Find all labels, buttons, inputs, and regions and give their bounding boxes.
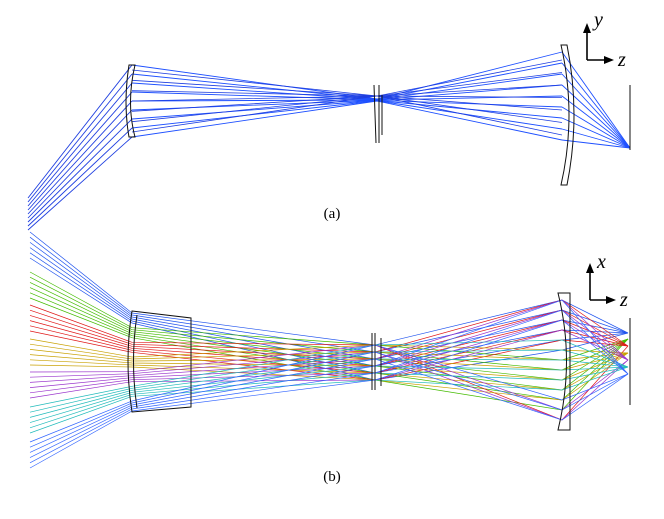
panel-a-ray	[131, 95, 563, 136]
panel-a-ray	[561, 62, 631, 149]
panel-b-axis-x-label: x	[596, 251, 606, 273]
panel-a-ray	[27, 127, 133, 227]
panel-a-lenses	[125, 44, 631, 186]
panel-b-ray	[29, 343, 629, 361]
panel-b-ray	[29, 319, 629, 469]
panel-a-caption: (a)	[324, 206, 341, 222]
panel-b-left-element-inner	[133, 314, 138, 409]
panel-a-ray	[27, 136, 133, 231]
panel-b-axes: x z	[586, 251, 628, 311]
panel-b-caption: (b)	[323, 469, 341, 485]
panel-a-left-mirror	[125, 64, 136, 138]
panel-b-ray-diagram: x z (b)	[29, 231, 631, 485]
panel-b-axis-z-label: z	[619, 289, 628, 311]
panel-a-right-lens	[560, 44, 575, 186]
panel-a-rays	[27, 51, 631, 231]
panel-b-lenses	[127, 292, 631, 431]
panel-a-ray	[131, 59, 563, 97]
panel-a-ray	[131, 100, 563, 141]
panel-a-ray	[27, 118, 133, 223]
panel-a-axis-z-label: z	[617, 49, 626, 71]
panel-b-stop-element	[371, 333, 382, 390]
panel-a-ray-diagram: y z (a)	[27, 9, 631, 231]
panel-b-right-lens	[557, 292, 571, 431]
panel-b-ray	[29, 309, 629, 388]
panel-a-ray	[27, 82, 133, 207]
panel-a-ray	[561, 117, 631, 149]
panel-a-ray	[27, 64, 133, 199]
panel-a-ray	[561, 106, 631, 149]
panel-a-ray	[27, 91, 133, 211]
panel-a-ray	[27, 109, 133, 219]
panel-a-ray	[561, 73, 631, 149]
panel-a-axis-y-label: y	[592, 9, 603, 31]
panel-a-ray	[27, 73, 133, 203]
panel-b-rays	[29, 231, 629, 469]
panel-a-ray	[561, 95, 631, 149]
panel-a-ray	[27, 100, 133, 215]
panel-a-ray	[561, 51, 631, 149]
panel-a-axes: y z	[583, 9, 626, 71]
panel-b-left-element	[127, 310, 192, 413]
panel-a-ray	[131, 100, 563, 120]
panel-a-stop-element	[373, 84, 383, 144]
